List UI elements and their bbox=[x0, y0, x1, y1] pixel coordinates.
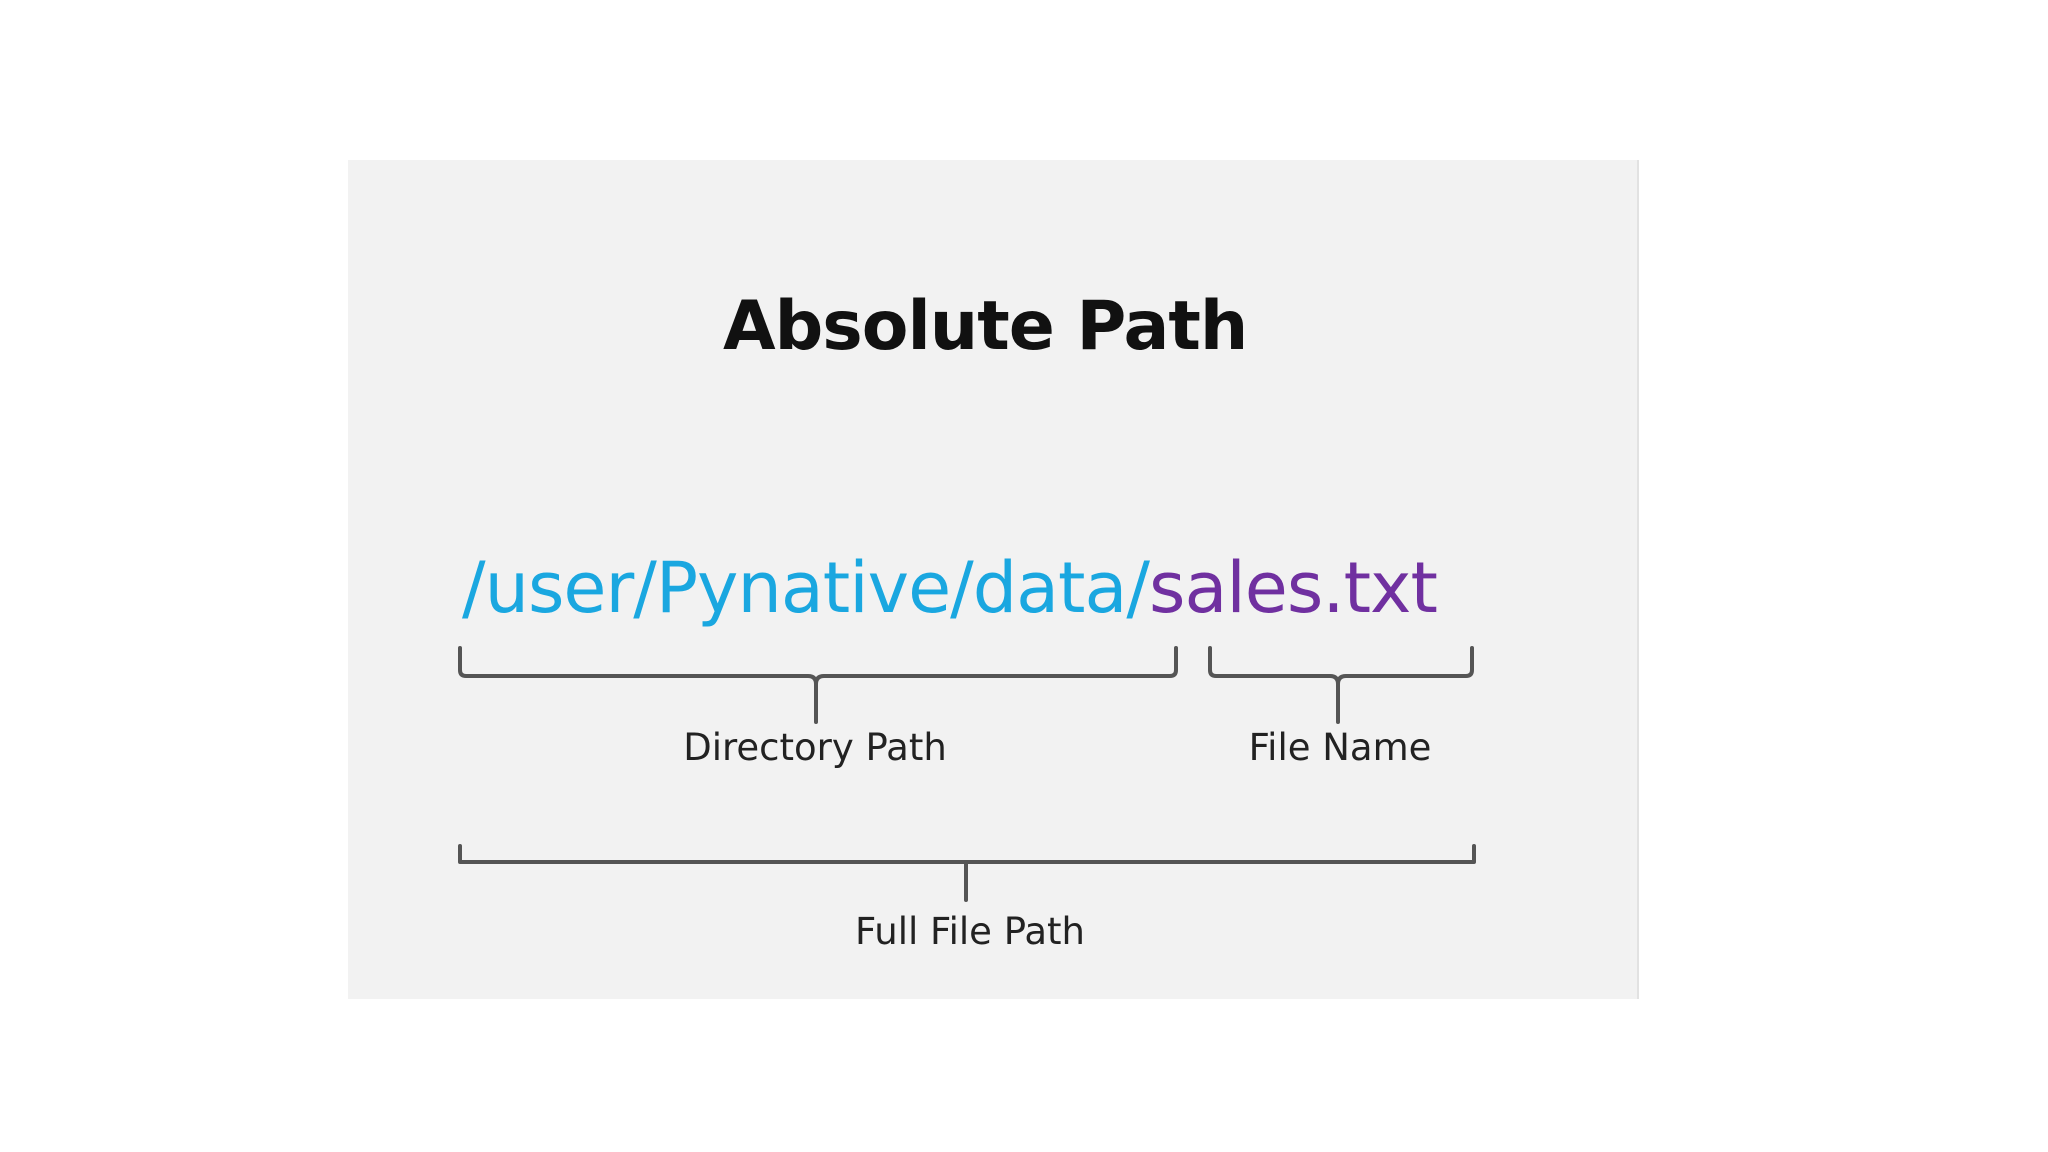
diagram-title: Absolute Path bbox=[723, 287, 1248, 366]
directory-path-text: /user/Pynative/data/ bbox=[462, 547, 1150, 629]
full-file-path-label: Full File Path bbox=[855, 910, 1085, 953]
absolute-path-text: /user/Pynative/data/sales.txt bbox=[462, 540, 1438, 636]
directory-path-label: Directory Path bbox=[683, 726, 947, 769]
file-name-label: File Name bbox=[1248, 726, 1432, 769]
file-name-text: sales.txt bbox=[1148, 547, 1438, 629]
